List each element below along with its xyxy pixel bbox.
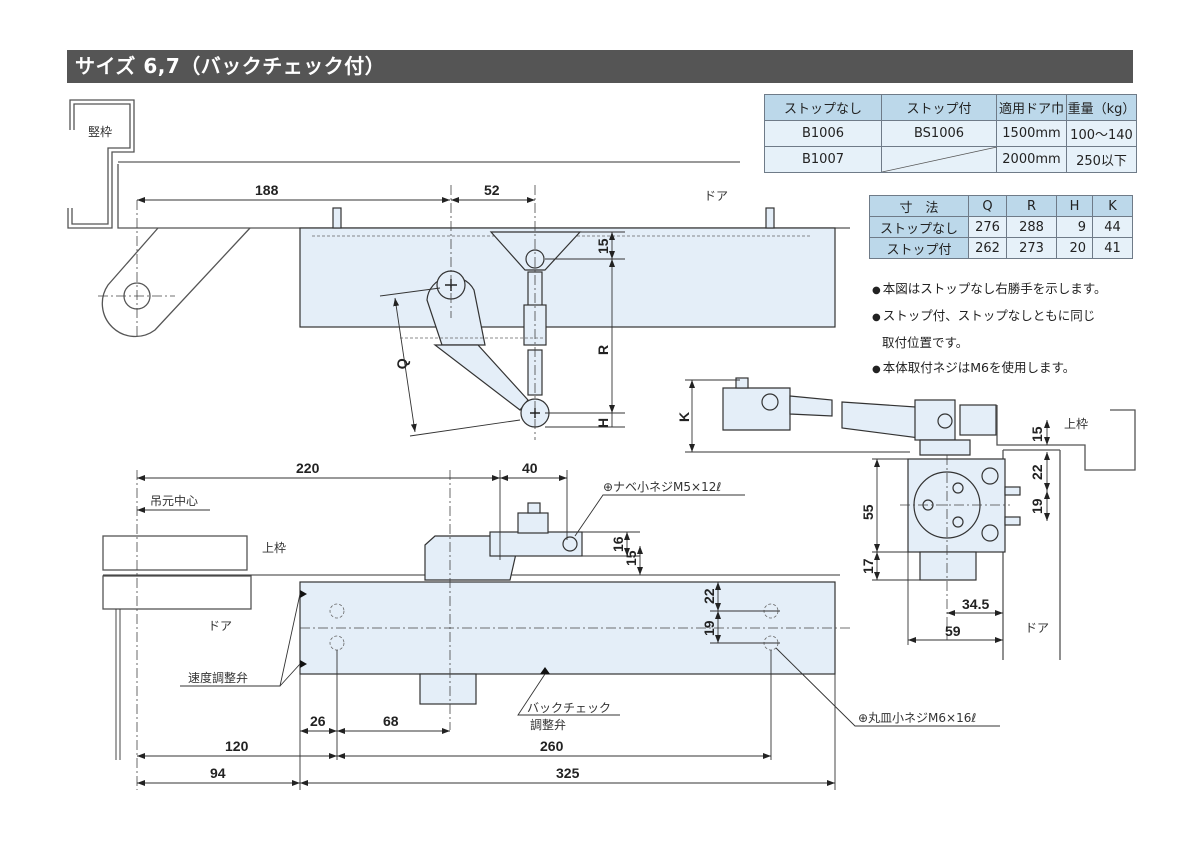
backcheck-valve-label-2: 調整弁: [530, 717, 566, 732]
table-row: ストップ付 262 273 20 41: [869, 237, 1133, 259]
dim-17: 17: [860, 558, 876, 574]
dim-15-bottom: 15: [623, 550, 639, 566]
upper-frame-label-bottom: 上枠: [262, 541, 286, 555]
table-row: B1007 2000mm 250以下: [764, 146, 1137, 173]
screw-icon: [981, 524, 999, 542]
dim-19-side: 19: [1029, 498, 1045, 514]
cell-h: 9: [1056, 216, 1093, 238]
dim-52: 52: [484, 182, 500, 198]
row-label: ストップ付: [869, 237, 969, 259]
header-h: H: [1056, 195, 1093, 217]
screw-m5-label: ⊕ナベ小ネジM5×12ℓ: [603, 480, 721, 494]
upper-frame-profile: [996, 405, 1136, 471]
front-view: 上枠 ドア 吊元中心 速度調整弁 バックチェック 調整弁 ⊕丸: [102, 460, 1000, 790]
cell-model-no-stop: B1007: [764, 146, 882, 173]
header-with-stop: ストップ付: [881, 94, 997, 121]
dim-94: 94: [210, 765, 226, 781]
pivot-center-label: 吊元中心: [150, 493, 198, 508]
cell-k: 41: [1092, 237, 1133, 259]
cell-weight: 100〜140: [1066, 120, 1137, 147]
table-header-row: 寸 法 Q R H K: [869, 195, 1133, 217]
dim-22-bottom: 22: [701, 588, 717, 604]
cell-h: 20: [1056, 237, 1093, 259]
bullet-icon: ●: [872, 285, 881, 296]
dim-59: 59: [945, 623, 961, 639]
upper-frame-block: [102, 535, 248, 571]
cell-r: 288: [1006, 216, 1057, 238]
bullet-icon: ●: [872, 364, 881, 375]
dim-120: 120: [225, 738, 249, 754]
pivot-bracket: [101, 227, 251, 338]
table-header-row: ストップなし ストップ付 適用ドア巾 重量（kg）: [764, 94, 1137, 121]
cell-door-width: 2000mm: [996, 146, 1067, 173]
dim-15-top: 15: [595, 238, 611, 254]
dim-h: H: [595, 418, 611, 428]
note-item: ●本図はストップなし右勝手を示します。: [872, 281, 1107, 296]
dim-40: 40: [522, 460, 538, 476]
arm-side: [722, 387, 791, 431]
cell-model-no-stop: B1006: [764, 120, 882, 147]
mount-hole: [329, 603, 345, 619]
dim-19-bottom: 19: [701, 620, 717, 636]
speed-valve-label: 速度調整弁: [188, 670, 248, 685]
table-row: B1006 BS1006 1500mm 100〜140: [764, 120, 1137, 147]
dim-r: R: [595, 345, 611, 355]
header-weight: 重量（kg）: [1066, 94, 1137, 121]
screw-icon: [981, 467, 999, 485]
header-door-width: 適用ドア巾: [996, 94, 1067, 121]
dim-325: 325: [556, 765, 580, 781]
top-view: 竪枠 ドア 188 52: [67, 99, 850, 440]
model-spec-table: ストップなし ストップ付 適用ドア巾 重量（kg） B1006 BS1006 1…: [764, 94, 1137, 173]
screw-icon: [562, 536, 578, 552]
note-item: ●本体取付ネジはM6を使用します。: [872, 360, 1076, 375]
dim-220: 220: [296, 460, 320, 476]
cell-r: 273: [1006, 237, 1057, 259]
section-title: サイズ 6,7（バックチェック付）: [67, 50, 1133, 83]
note-item-continued: 取付位置です。: [882, 335, 969, 350]
header-r: R: [1006, 195, 1057, 217]
door-label-top: ドア: [704, 189, 728, 203]
dim-q: Q: [393, 357, 411, 371]
dim-k: K: [676, 412, 692, 422]
notes-list: ●本図はストップなし右勝手を示します。 ●ストップ付、ストップなしともに同じ 取…: [872, 276, 1107, 382]
side-view: 上枠 ドア K 15 22 19 55 17 34.5: [676, 377, 1136, 660]
dim-34-5: 34.5: [962, 596, 989, 612]
dim-22-side: 22: [1029, 464, 1045, 480]
cell-door-width: 1500mm: [996, 120, 1067, 147]
cell-q: 262: [968, 237, 1007, 259]
cell-model-with-stop: BS1006: [881, 120, 997, 147]
dim-188: 188: [255, 182, 279, 198]
door-label-side: ドア: [1025, 621, 1049, 635]
vertical-frame-label: 竪枠: [88, 125, 112, 139]
screw-m6-label: ⊕丸皿小ネジM6×16ℓ: [858, 711, 976, 725]
cell-not-applicable: [881, 146, 997, 173]
dimension-table: 寸 法 Q R H K ストップなし 276 288 9 44 ストップ付 26…: [869, 195, 1133, 259]
dim-55: 55: [860, 504, 876, 520]
upper-frame-label-side: 上枠: [1064, 417, 1088, 431]
dim-260: 260: [540, 738, 564, 754]
note-item: ●ストップ付、ストップなしともに同じ: [872, 308, 1096, 323]
cell-weight: 250以下: [1066, 146, 1137, 173]
dim-15-side: 15: [1029, 426, 1045, 442]
dim-68: 68: [383, 713, 399, 729]
dim-16: 16: [610, 536, 626, 552]
header-no-stop: ストップなし: [764, 94, 882, 121]
vertical-frame-profile: [67, 99, 135, 229]
header-q: Q: [968, 195, 1007, 217]
backcheck-valve-label-1: バックチェック: [527, 701, 611, 715]
diagonal-slash: [882, 147, 997, 172]
bullet-icon: ●: [872, 312, 881, 323]
door-label-bottom: ドア: [208, 619, 232, 633]
dim-26: 26: [310, 713, 326, 729]
cell-k: 44: [1092, 216, 1133, 238]
